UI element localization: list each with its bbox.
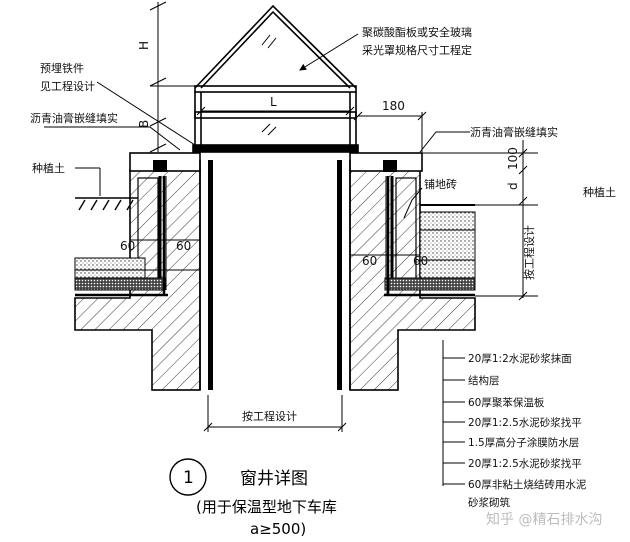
label-embedded-iron-2: 见工程设计 <box>40 80 95 93</box>
label-asphalt-left: 沥青油膏嵌缝填实 <box>30 111 118 125</box>
caption-number-circle <box>169 458 207 496</box>
label-planting-soil-left: 种植土 <box>32 161 65 175</box>
layer-item: 20厚1:2水泥砂浆抹面 <box>468 352 572 365</box>
dim-l: L <box>270 95 277 109</box>
dim-design-vertical: 按工程设计 <box>522 225 536 280</box>
layer-item: 20厚1:2.5水泥砂浆找平 <box>468 457 582 470</box>
layer-item: 1.5厚高分子涂膜防水层 <box>468 436 579 449</box>
caption-subtitle: (用于保温型地下车库 <box>196 498 337 516</box>
caption-title: 窗井详图 <box>240 469 308 489</box>
left-wall-structure <box>74 152 213 391</box>
dim-100: 100 <box>506 147 520 170</box>
dim-d: d <box>506 182 520 190</box>
dim-60-left-2: 60 <box>176 239 191 253</box>
layer-item: 60厚非粘土烧结砖用水泥 <box>468 478 587 491</box>
layer-item: 20厚1:2.5水泥砂浆找平 <box>468 416 582 429</box>
label-skylight-2: 采光罩规格尺寸工程定 <box>362 43 472 57</box>
caption-subtitle-2: a≥500) <box>250 520 306 538</box>
label-planting-soil-right: 种植土 <box>583 185 616 199</box>
caption-number: 1 <box>183 468 194 488</box>
label-skylight-1: 聚碳酸酯板或安全玻璃 <box>362 25 472 39</box>
label-embedded-iron-1: 预埋铁件 <box>40 62 84 75</box>
label-paving-brick: 铺地砖 <box>424 177 457 191</box>
dim-h: H <box>137 41 151 50</box>
dim-design-bottom: 按工程设计 <box>242 409 297 423</box>
layer-item: 砂浆砌筑 <box>468 496 510 509</box>
dimension-lines <box>130 1 538 432</box>
dim-60-right-2: 60 <box>413 254 428 268</box>
label-asphalt-right: 沥青油膏嵌缝填实 <box>470 125 558 139</box>
dim-b: B <box>137 120 151 128</box>
watermark: 知乎 @精石排水沟 <box>486 511 602 528</box>
ground-soil-left <box>75 197 138 211</box>
skylight-cover <box>192 4 359 153</box>
dim-60-right-1: 60 <box>362 254 377 268</box>
layer-list: 20厚1:2水泥砂浆抹面 结构层 60厚聚苯保温板 20厚1:2.5水泥砂浆找平… <box>468 352 587 509</box>
layer-item: 结构层 <box>468 374 500 387</box>
caption: 1 窗井详图 (用于保温型地下车库 a≥500) <box>169 458 337 538</box>
leader-lines <box>44 33 470 486</box>
dim-180: 180 <box>382 99 405 113</box>
layer-item: 60厚聚苯保温板 <box>468 396 545 409</box>
dim-60-left-1: 60 <box>120 239 135 253</box>
